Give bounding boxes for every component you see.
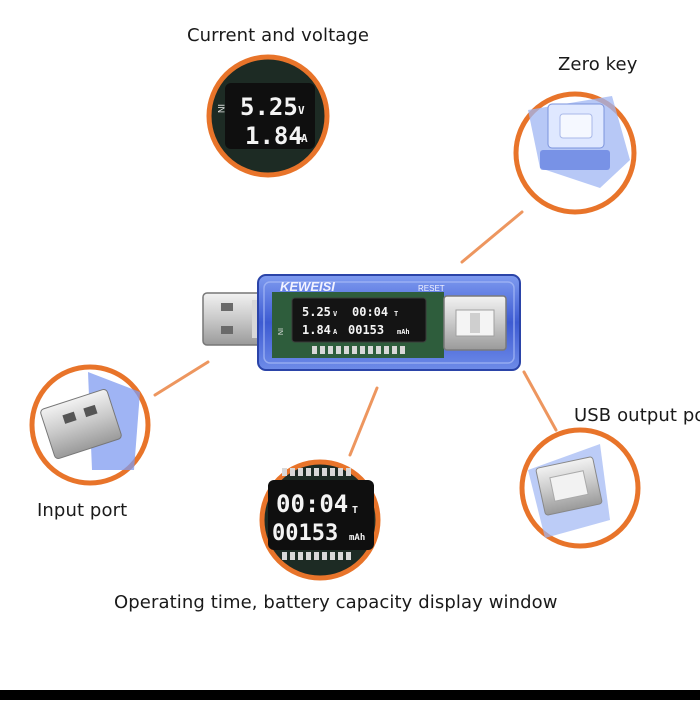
usb-tester-device: 5.25 V 00:04 T 1.84 A 00153 mAh KEWEISI … [202,274,521,371]
device-lcd-voltage-unit: V [333,310,338,318]
device-lcd-capacity-unit: mAh [397,328,410,336]
device-in-label: IN [276,328,283,335]
device-lcd-capacity: 00153 [348,323,384,337]
callout-usb-output [519,427,641,549]
usb-female-port [443,295,507,351]
device-lcd-current: 1.84 [302,323,331,337]
connector-line-display [348,386,379,457]
device-lcd [291,297,427,343]
pin-row [312,346,405,354]
label-input-port: Input port [37,500,128,521]
callout-current-voltage: 5.25 V 1.84 A IN [206,54,330,178]
callout-time-value: 00:04 [276,490,348,518]
callout-voltage-unit: V [298,104,305,117]
callout-display-window: 00:04 T 00153 mAh [259,459,381,581]
bottom-bar [0,690,700,700]
callout-time-unit: T [352,505,358,516]
callout-current-unit: A [301,132,308,145]
device-lcd-current-unit: A [333,328,338,336]
connector-line-zero-key [460,210,524,264]
label-zero-key: Zero key [558,54,638,75]
callout-voltage-value: 5.25 [240,93,298,121]
connector-line-usb-output [522,370,558,432]
callout-input-port [29,364,151,486]
callout-capacity-value: 00153 [272,521,338,546]
callout-zero-key [513,91,637,215]
device-lcd-time: 00:04 [352,305,388,319]
device-lcd-time-unit: T [394,310,398,318]
device-brand: KEWEISI [280,279,335,294]
connector-line-input-port [153,360,210,397]
label-current-voltage: Current and voltage [187,25,370,46]
callout-in-label: IN [216,104,226,113]
callout-current-value: 1.84 [245,122,303,150]
label-usb-output: USB output port [574,405,700,426]
label-operating-time: Operating time, battery capacity display… [114,592,558,613]
device-lcd-voltage: 5.25 [302,305,331,319]
callout-capacity-unit: mAh [349,533,365,543]
device-reset-label: RESET [418,284,445,293]
